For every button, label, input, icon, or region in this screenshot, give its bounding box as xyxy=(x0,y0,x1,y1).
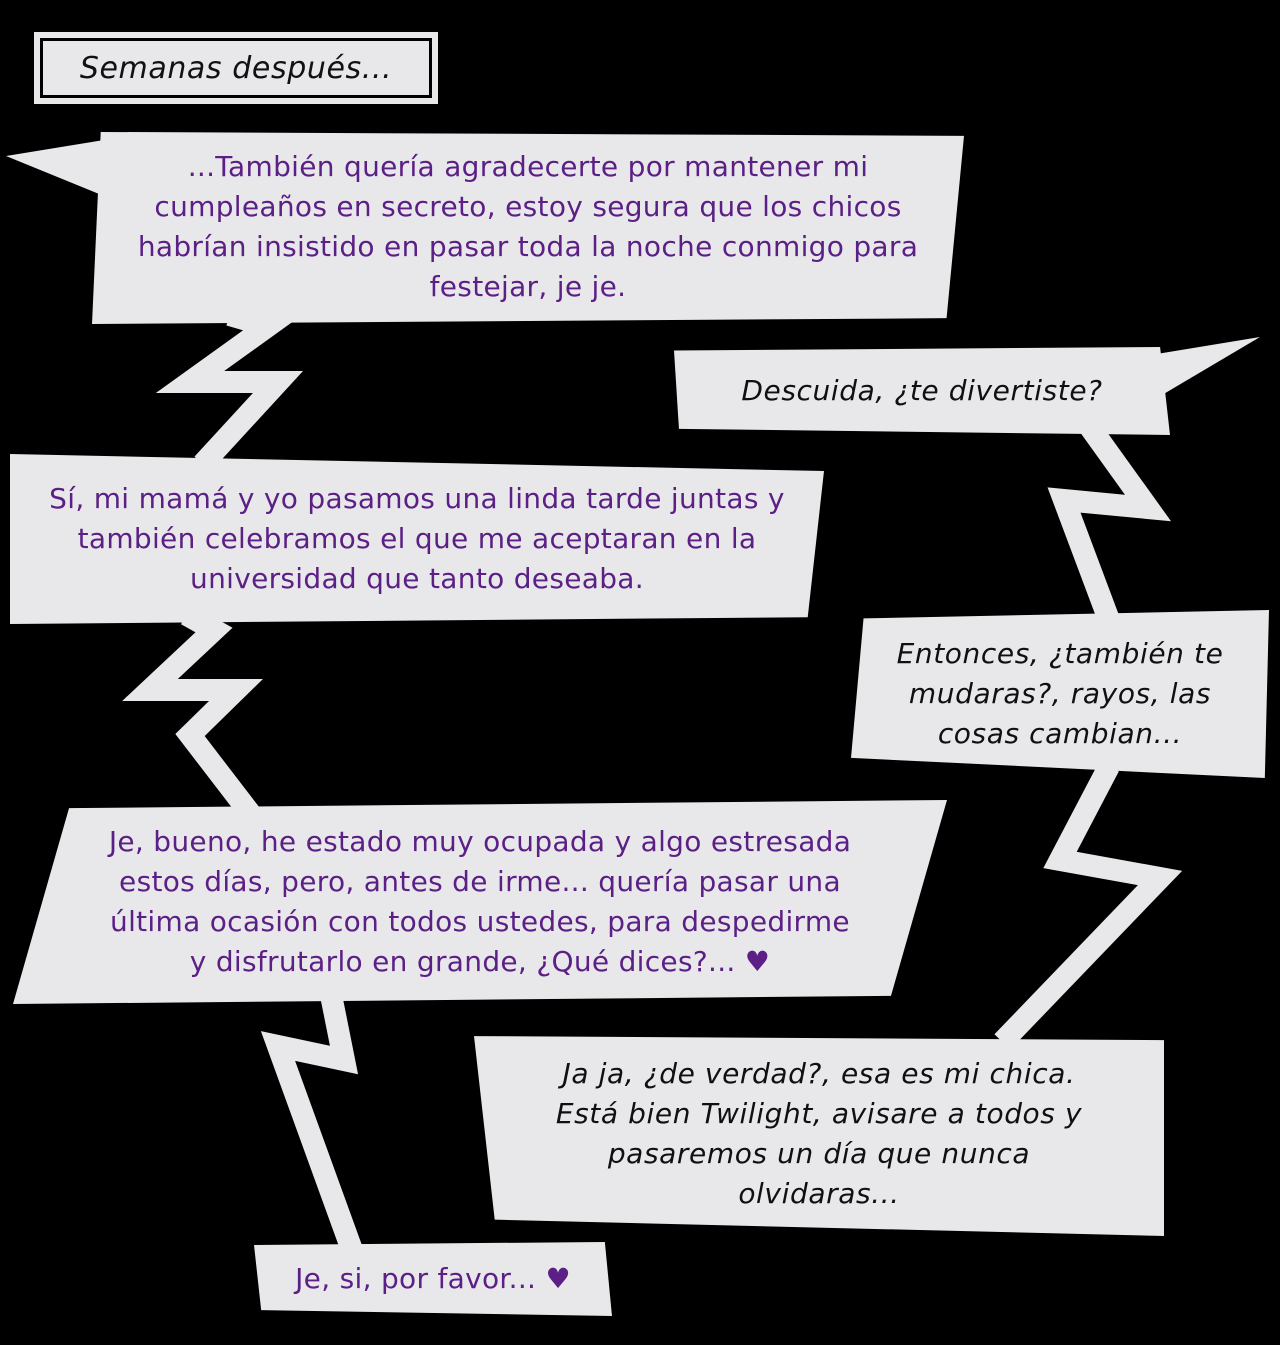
bubble-shape xyxy=(92,131,964,324)
bubble-text: Sí, mi mamá y yo pasamos una linda tarde… xyxy=(49,482,785,595)
connector-4-6 xyxy=(994,761,1183,1050)
narration-caption: Semanas después... xyxy=(34,32,438,104)
speech-bubble-twilight-2: Sí, mi mamá y yo pasamos una linda tarde… xyxy=(10,454,824,624)
bubble-text: Je, si, por favor... ♥ xyxy=(295,1262,571,1295)
speech-bubble-twilight-3: Je, bueno, he estado muy ocupada y algo … xyxy=(13,800,947,1004)
bubble-shape xyxy=(674,347,1170,435)
connector-1-3 xyxy=(155,304,304,472)
bubble-shape xyxy=(254,1242,612,1316)
speech-bubble-twilight-4: Je, si, por favor... ♥ xyxy=(254,1242,612,1316)
caption-text: Semanas después... xyxy=(79,50,393,86)
connector-2-4 xyxy=(1047,414,1172,627)
bubble-text: Descuida, ¿te divertiste? xyxy=(741,374,1103,407)
bubble-text: Entonces, ¿también te mudaras?, rayos, l… xyxy=(896,637,1224,750)
bubble-1-pointer xyxy=(6,140,104,196)
bubble-text: ...También quería agradecerte por manten… xyxy=(137,150,919,303)
speech-bubble-friend-3: Ja ja, ¿de verdad?, esa es mi chica. Est… xyxy=(474,1032,1164,1236)
connector-5-7 xyxy=(260,987,367,1265)
bubble-shape xyxy=(851,610,1269,778)
bubble-text: Ja ja, ¿de verdad?, esa es mi chica. Est… xyxy=(555,1057,1083,1210)
bubble-shape xyxy=(474,1036,1164,1236)
bubble-shape xyxy=(10,454,824,624)
bubble-text: Je, bueno, he estado muy ocupada y algo … xyxy=(108,825,852,978)
speech-bubble-friend-2: Entonces, ¿también te mudaras?, rayos, l… xyxy=(851,610,1269,778)
speech-bubble-twilight-1: ...También quería agradecerte por manten… xyxy=(92,130,964,324)
bubble-shape xyxy=(13,800,947,1004)
caption-frame: Semanas después... xyxy=(40,38,432,98)
speech-bubble-friend-1: Descuida, ¿te divertiste? xyxy=(674,347,1170,435)
connector-3-5 xyxy=(122,605,263,824)
